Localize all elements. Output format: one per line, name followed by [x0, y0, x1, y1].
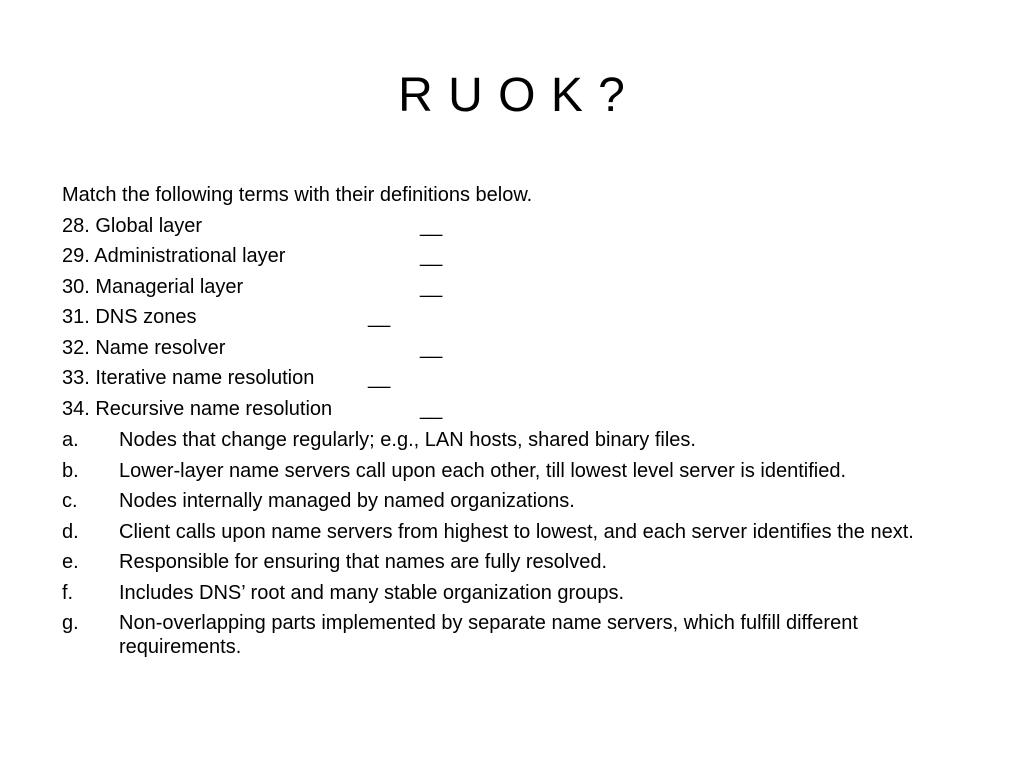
- answer-blank: __: [420, 275, 443, 298]
- answer-blank: __: [420, 336, 443, 359]
- definition-letter: c.: [62, 490, 78, 512]
- definition-item: b. Lower-layer name servers call upon ea…: [62, 455, 972, 483]
- definition-text: Client calls upon name servers from high…: [119, 520, 914, 543]
- answer-blank: __: [368, 306, 391, 328]
- definition-letter: d.: [62, 520, 79, 543]
- definition-letter: g.: [62, 612, 79, 634]
- term-label: 28. Global layer: [62, 214, 203, 237]
- definition-text: Nodes that change regularly; e.g., LAN h…: [119, 429, 696, 451]
- definition-letter: e.: [62, 551, 79, 573]
- term-row: 31. DNS zones __: [62, 302, 972, 333]
- definition-letter: b.: [62, 459, 79, 482]
- term-label: 30. Managerial layer: [62, 275, 244, 298]
- definition-text: Includes DNS’ root and many stable organ…: [119, 581, 625, 604]
- answer-blank: __: [368, 367, 391, 389]
- answer-blank: __: [420, 214, 443, 237]
- term-row: 30. Managerial layer __: [62, 272, 972, 303]
- instruction-text: Match the following terms with their def…: [62, 184, 533, 206]
- term-label: 34. Recursive name resolution: [62, 397, 333, 420]
- definition-letter: f.: [62, 581, 74, 604]
- definition-text: Non-overlapping parts implemented by sep…: [119, 612, 858, 658]
- definition-item: f. Includes DNS’ root and many stable or…: [62, 577, 972, 605]
- term-label: 32. Name resolver: [62, 336, 226, 359]
- definition-letter: a.: [62, 429, 79, 451]
- term-row: 34. Recursive name resolution __: [62, 394, 972, 425]
- term-row: 29. Administrational layer __: [62, 241, 972, 272]
- term-label: 33. Iterative name resolution: [62, 367, 315, 389]
- answer-blank: __: [420, 397, 443, 420]
- definition-text: Nodes internally managed by named organi…: [119, 490, 575, 512]
- definition-item: e. Responsible for ensuring that names a…: [62, 546, 972, 574]
- slide-title: R U O K ?: [398, 69, 626, 122]
- term-label: 31. DNS zones: [62, 306, 197, 328]
- term-row: 33. Iterative name resolution __: [62, 363, 972, 394]
- term-row: 28. Global layer __: [62, 211, 972, 242]
- definition-item: c. Nodes internally managed by named org…: [62, 485, 972, 513]
- term-label: 29. Administrational layer: [62, 245, 286, 267]
- definition-item: a. Nodes that change regularly; e.g., LA…: [62, 424, 972, 452]
- definition-text: Responsible for ensuring that names are …: [119, 551, 608, 573]
- definition-text: Lower-layer name servers call upon each …: [119, 459, 847, 482]
- answer-blank: __: [420, 245, 443, 267]
- definition-item: d. Client calls upon name servers from h…: [62, 516, 972, 544]
- definition-item: g. Non-overlapping parts implemented by …: [62, 607, 972, 659]
- slide-content: Match the following terms with their def…: [62, 180, 972, 662]
- term-row: 32. Name resolver __: [62, 333, 972, 364]
